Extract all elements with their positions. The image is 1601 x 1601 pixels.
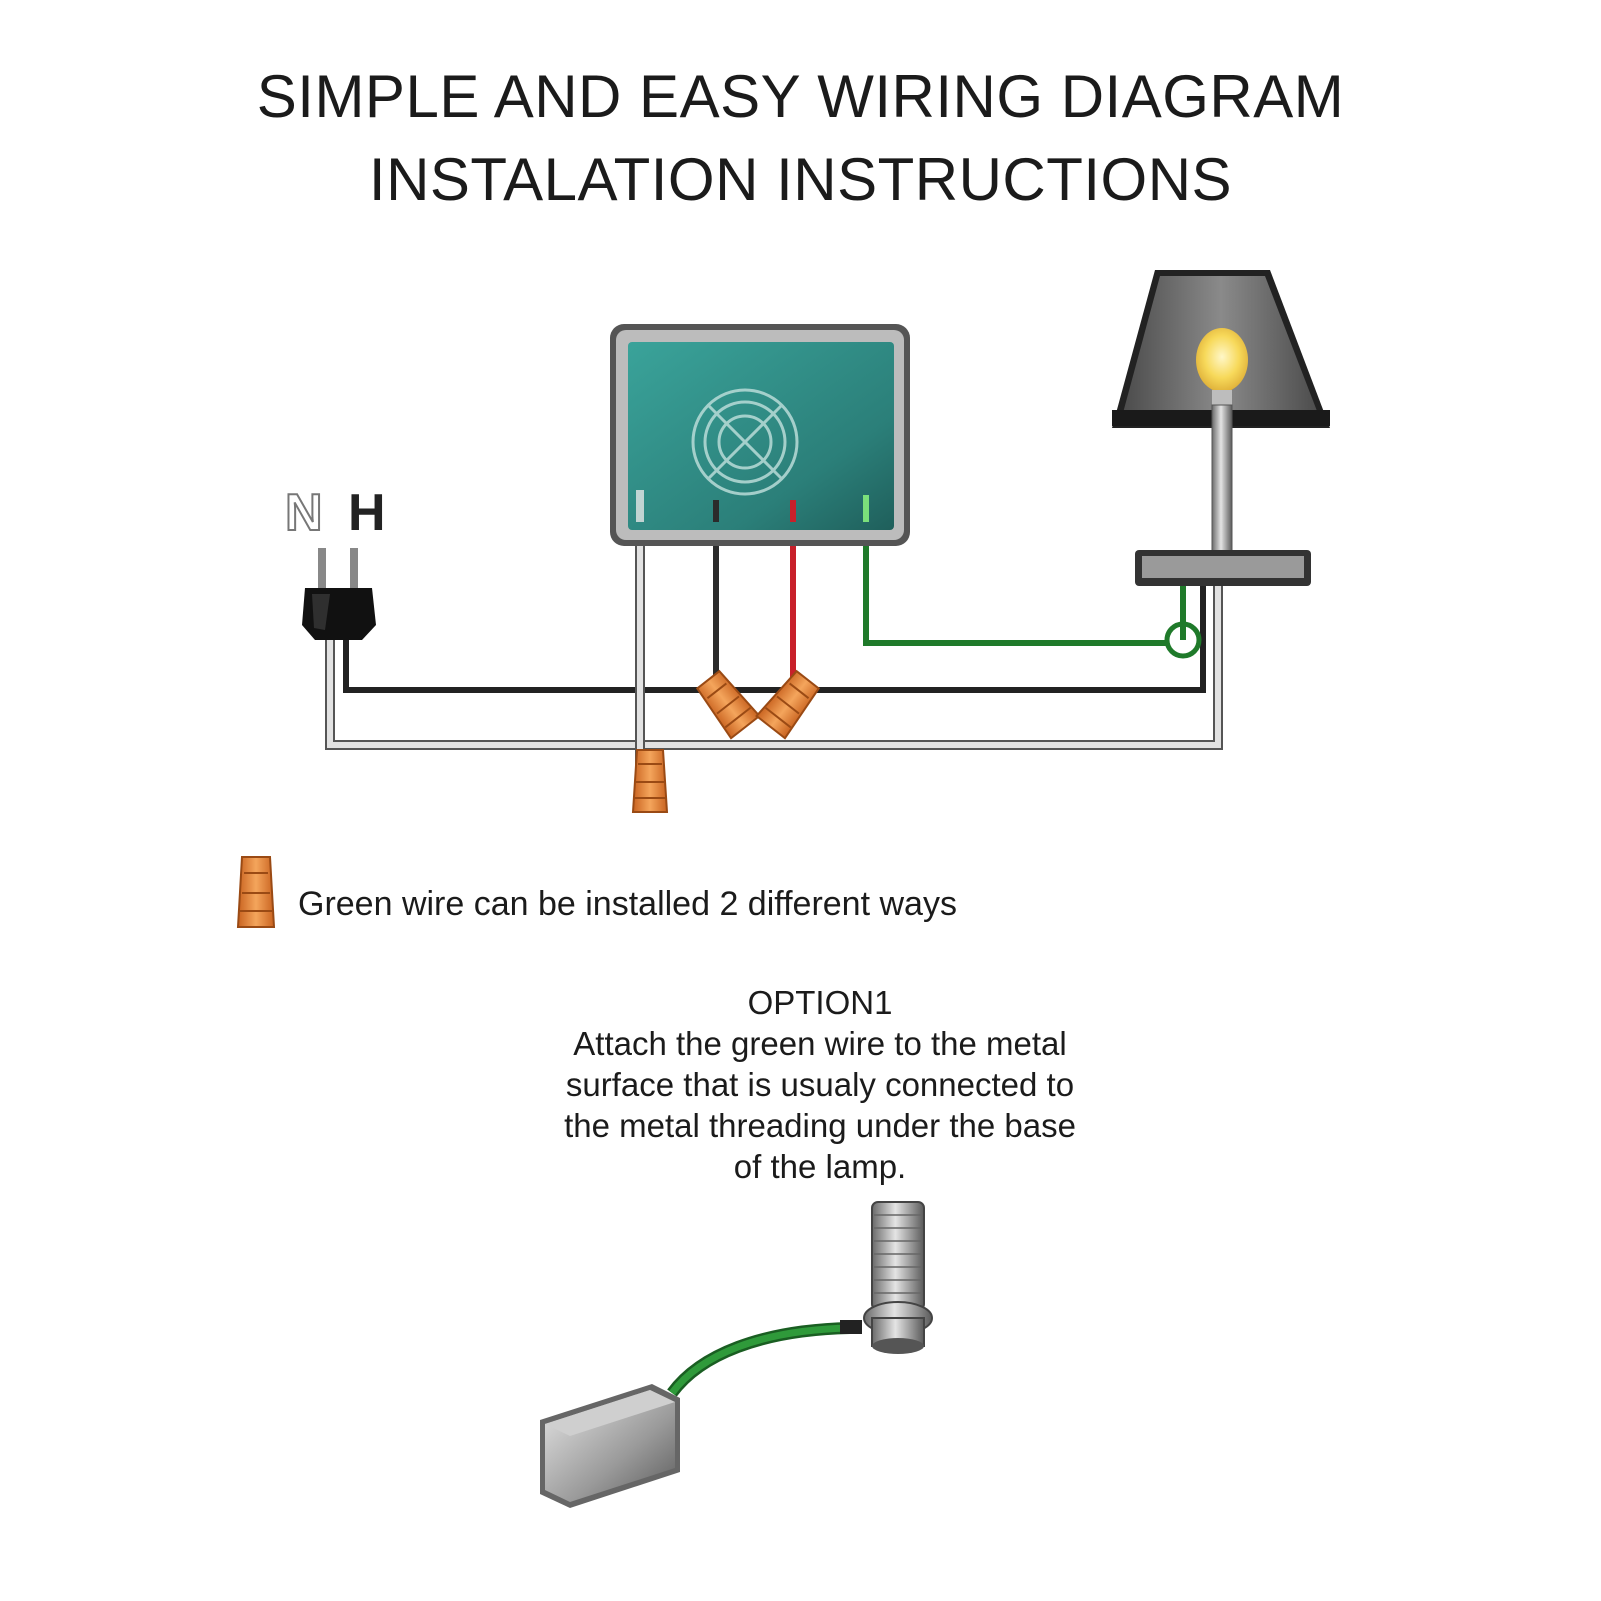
title-line-1: SIMPLE AND EASY WIRING DIAGRAM [256,63,1345,130]
option1-line: of the lamp. [733,1148,907,1185]
wire-nut-red-icon [755,669,821,740]
title-line-2: INSTALATION INSTRUCTIONS [368,146,1233,213]
green-wire [863,540,1168,646]
threaded-pipe-icon [863,1201,933,1354]
option1-heading: OPTION1 [747,984,893,1021]
option1-line: Attach the green wire to the metal [573,1025,1067,1062]
fan-grill-icon [691,388,799,496]
ground-ring [1164,621,1202,659]
lamp-icon [1112,270,1330,586]
legend-text: Green wire can be installed 2 different … [298,885,957,923]
wire-nut-black-icon [695,669,761,740]
legend-connector-icon [236,856,276,928]
bulb-icon [1196,328,1248,392]
option1-block: OPTION1 Attach the green wire to the met… [520,982,1120,1187]
hot-label: H [348,484,386,542]
neutral-label: N [285,484,323,542]
metal-plate-icon [540,1384,680,1508]
option1-line: the metal threading under the base [564,1107,1076,1144]
plug-icon [302,548,376,640]
hot-wire [343,580,1206,693]
option1-line: surface that is usualy connected to [565,1066,1075,1103]
controller-box [610,324,910,546]
wire-nut-neutral-icon [631,749,669,813]
